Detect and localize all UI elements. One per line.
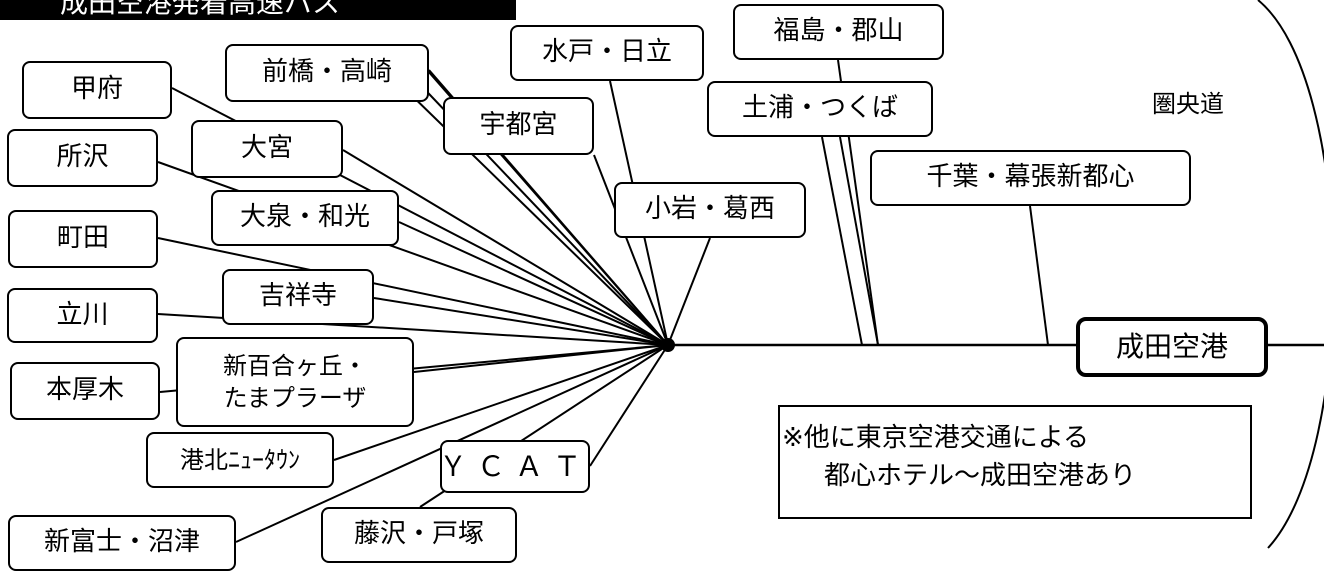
title-bar: 成田空港発着高速バス bbox=[0, 0, 516, 20]
ring-road-label: 圏央道 bbox=[1152, 90, 1224, 118]
note-box: ※他に東京空港交通による 都心ホテル～成田空港あり bbox=[778, 405, 1252, 519]
shinyurigaoka-line1: 新百合ヶ丘・ bbox=[223, 351, 367, 380]
route-line-chiba bbox=[1029, 205, 1049, 346]
node-chiba-makuhari: 千葉・幕張新都心 bbox=[870, 150, 1191, 206]
note-line2: 都心ホテル～成田空港あり bbox=[824, 461, 1137, 491]
node-fukushima-koriyama: 福島・郡山 bbox=[733, 4, 944, 60]
node-fujisawa-totsuka: 藤沢・戸塚 bbox=[321, 507, 517, 563]
route-line-kichijoji bbox=[373, 297, 669, 346]
route-line-tsuchiura-b bbox=[839, 136, 879, 346]
ring-road-arc bbox=[1257, 0, 1324, 549]
route-line-omiya bbox=[342, 149, 669, 346]
node-tsuchiura-tsukuba: 土浦・つくば bbox=[707, 81, 933, 137]
node-utsunomiya: 宇都宮 bbox=[443, 97, 594, 155]
node-koiwa-kasai: 小岩・葛西 bbox=[614, 182, 806, 238]
node-maebashi-takasaki: 前橋・高崎 bbox=[225, 44, 429, 102]
route-line-koiwa-kasai bbox=[667, 237, 711, 346]
route-line-ooizumi-wako bbox=[398, 221, 669, 346]
junction-point bbox=[661, 338, 675, 352]
node-shinfuji-numazu: 新富士・沼津 bbox=[8, 515, 236, 571]
node-shinyurigaoka-tamaplaza: 新百合ヶ丘・ たまプラーザ bbox=[176, 337, 414, 427]
hub-narita-airport: 成田空港 bbox=[1076, 317, 1268, 377]
route-line-utsunomiya bbox=[593, 154, 669, 346]
route-line-shinyurigaoka bbox=[413, 344, 669, 373]
shinyurigaoka-line2: たまプラーザ bbox=[223, 384, 367, 412]
route-line-tsuchiura-a bbox=[821, 136, 863, 346]
route-line-kohoku bbox=[333, 344, 669, 461]
route-line-ycat bbox=[589, 344, 669, 467]
node-ycat: ＹＣＡＴ bbox=[439, 440, 590, 493]
node-ooizumi-wako: 大泉・和光 bbox=[211, 190, 399, 246]
note-line1: ※他に東京空港交通による bbox=[782, 423, 1090, 453]
node-omiya: 大宮 bbox=[191, 120, 343, 178]
node-kofu: 甲府 bbox=[22, 61, 172, 119]
node-kohoku-newtown: 港北ﾆｭｰﾀｳﾝ bbox=[146, 432, 334, 488]
node-tokorozawa: 所沢 bbox=[7, 129, 158, 187]
node-kichijoji: 吉祥寺 bbox=[222, 269, 374, 325]
node-mito-hitachi: 水戸・日立 bbox=[510, 25, 704, 81]
page-title: 成田空港発着高速バス bbox=[60, 0, 341, 19]
route-line-machida bbox=[157, 237, 669, 346]
node-honatsugi: 本厚木 bbox=[10, 362, 160, 420]
node-machida: 町田 bbox=[8, 210, 158, 268]
node-tachikawa: 立川 bbox=[7, 288, 158, 343]
